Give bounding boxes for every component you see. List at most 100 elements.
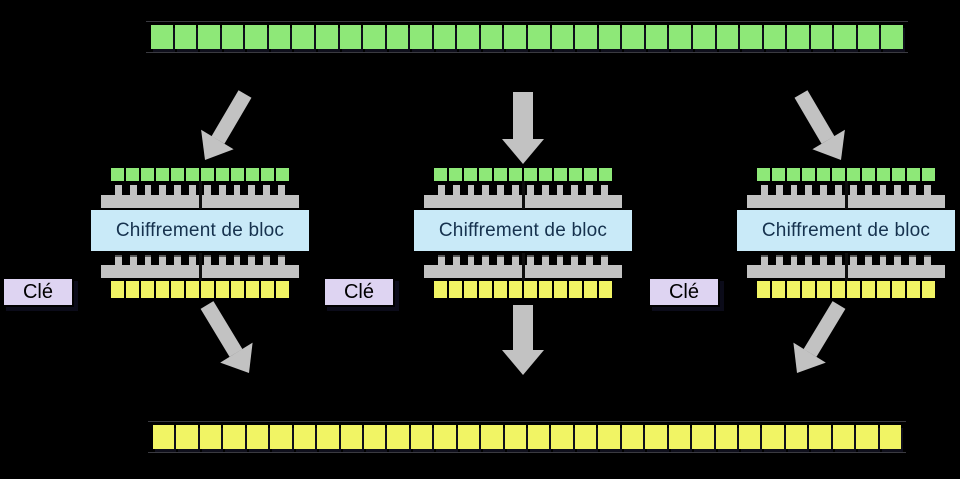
input-bit-square (922, 168, 935, 181)
plaintext-bit-square (740, 25, 762, 49)
bit-line-tooth (512, 255, 519, 265)
input-bit-square (787, 168, 800, 181)
plaintext-bit-square (198, 25, 220, 49)
ciphertext-bit-square (668, 425, 691, 449)
key-box-3: Clé (648, 277, 720, 307)
input-bit-lines (111, 185, 289, 195)
output-bit-square (126, 281, 139, 298)
input-bit-square (156, 168, 169, 181)
input-bit-square (449, 168, 462, 181)
output-bit-square (434, 281, 447, 298)
ciphertext-bit-square (410, 425, 433, 449)
bit-line-tooth (452, 255, 460, 265)
ciphertext-bit-square (809, 425, 831, 449)
ciphertext-bit-square (785, 425, 808, 449)
bit-line-tooth (909, 185, 917, 195)
output-bit-square (276, 281, 289, 298)
block-cipher-unit-3: Chiffrement de bloc (735, 168, 957, 298)
output-bit-square (494, 281, 507, 298)
ciphertext-bit-square (317, 425, 339, 449)
bit-line-tooth (790, 185, 798, 195)
bit-line-tooth (467, 185, 475, 195)
bit-line-tooth (909, 255, 917, 265)
bit-line-tooth (586, 185, 594, 195)
arrow-bottom-middle (502, 305, 544, 375)
bit-line-tooth (835, 255, 842, 265)
output-bit-square (216, 281, 229, 298)
bit-line-tooth (820, 185, 828, 195)
bit-line-tooth (278, 255, 285, 265)
bit-line-tooth (601, 185, 608, 195)
bit-line-tooth (159, 185, 167, 195)
output-bit-lines (757, 255, 935, 265)
connector-line (199, 253, 202, 281)
plaintext-bit-square (363, 25, 385, 49)
input-bit-square (494, 168, 507, 181)
ciphertext-bit-square (692, 425, 714, 449)
bit-line-tooth (805, 185, 813, 195)
bit-line-tooth (761, 255, 768, 265)
bit-line-tooth (174, 255, 182, 265)
input-bit-square (569, 168, 582, 181)
block-cipher-unit-2: Chiffrement de bloc (412, 168, 634, 298)
cipher-box: Chiffrement de bloc (89, 208, 311, 253)
plaintext-bit-square (457, 25, 479, 49)
ciphertext-bit-square (551, 425, 573, 449)
output-bit-square (261, 281, 274, 298)
plaintext-bit-square (834, 25, 856, 49)
output-bit-square (141, 281, 154, 298)
plaintext-bit-square (433, 25, 456, 49)
bit-line-tooth (438, 255, 445, 265)
key-box-1: Clé (2, 277, 74, 307)
bit-line-tooth (497, 185, 505, 195)
plaintext-bit-square (763, 25, 786, 49)
output-bit-square (186, 281, 199, 298)
output-bit-square (892, 281, 905, 298)
plaintext-bit-row (146, 21, 908, 53)
input-bit-square (509, 168, 522, 181)
connector-line (845, 253, 848, 281)
key-box-label: Clé (668, 280, 699, 303)
input-bit-square (434, 168, 447, 181)
input-bit-square (772, 168, 785, 181)
bit-line-tooth (203, 255, 211, 265)
plaintext-bit-square (410, 25, 432, 49)
bit-line-tooth (438, 185, 445, 195)
input-bit-square (246, 168, 259, 181)
ciphertext-bit-square (645, 425, 667, 449)
plaintext-bit-square (692, 25, 715, 49)
bit-line-tooth (775, 185, 783, 195)
plaintext-bit-square (716, 25, 739, 49)
block-input-bits (757, 168, 935, 181)
plaintext-bit-square (221, 25, 244, 49)
bit-line-tooth (805, 255, 813, 265)
output-bit-square (817, 281, 830, 298)
bit-line-tooth (482, 185, 490, 195)
plaintext-bit-square (504, 25, 526, 49)
connector-line (522, 253, 525, 281)
bit-line-tooth (556, 185, 564, 195)
plaintext-bit-square (268, 25, 291, 49)
cipher-box-label: Chiffrement de bloc (761, 219, 931, 241)
ciphertext-bit-square (598, 425, 620, 449)
input-bit-square (276, 168, 289, 181)
block-output-bits (434, 281, 612, 298)
input-bit-square (479, 168, 492, 181)
bit-line-tooth (820, 255, 828, 265)
input-bit-square (201, 168, 214, 181)
input-bit-square (892, 168, 905, 181)
bit-line-tooth (571, 185, 579, 195)
output-bit-square (554, 281, 567, 298)
bit-line-tooth (761, 185, 768, 195)
plaintext-bit-square (528, 25, 550, 49)
bit-line-tooth (278, 185, 285, 195)
bit-line-tooth (775, 255, 783, 265)
ciphertext-bit-square (457, 425, 480, 449)
cipher-box: Chiffrement de bloc (735, 208, 957, 253)
output-bit-square (231, 281, 244, 298)
plaintext-bit-square (881, 25, 903, 49)
output-bit-square (787, 281, 800, 298)
cipher-box-label: Chiffrement de bloc (115, 219, 285, 241)
output-bit-square (772, 281, 785, 298)
